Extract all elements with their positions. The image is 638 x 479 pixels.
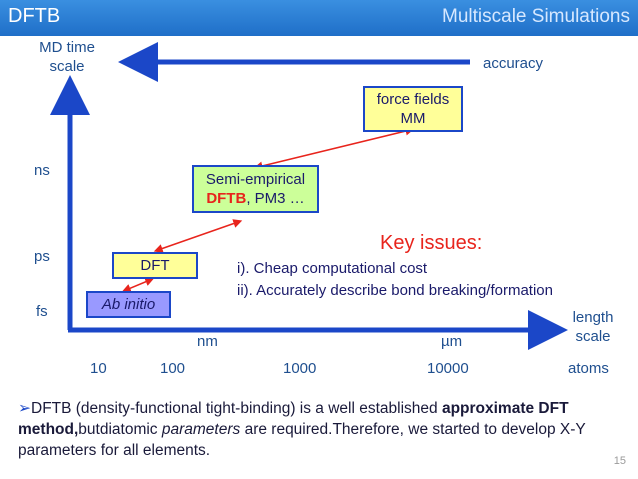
- tick-atoms-10: 10: [90, 360, 107, 377]
- description-paragraph: ➢DFTB (density-functional tight-binding)…: [18, 398, 618, 461]
- tick-atoms-1000: 1000: [283, 360, 317, 377]
- dft-label: DFT: [140, 257, 170, 274]
- x-axis-label: length scale: [572, 309, 614, 345]
- header-bar: DFTB Multiscale Simulations: [0, 0, 638, 36]
- issue-item: ii). Accurately describe bond breaking/f…: [237, 282, 553, 299]
- force-fields-box: force fields MM: [363, 86, 463, 132]
- arrow-dft-semiempirical: [153, 219, 243, 253]
- tick-ns: ns: [34, 162, 50, 179]
- tick-atoms-100: 100: [160, 360, 186, 377]
- tick-um: µm: [441, 333, 463, 350]
- atoms-label: atoms: [568, 360, 609, 377]
- arrow-abinitio-dft: [121, 277, 155, 293]
- key-issues-title: Key issues:: [380, 232, 483, 254]
- tick-fs: fs: [36, 303, 48, 320]
- dft-box: DFT: [112, 252, 198, 279]
- semi-empirical-line2: , PM3 …: [246, 190, 305, 207]
- description-bold: approximate DFT method,: [18, 400, 569, 438]
- force-fields-line1: force fields: [376, 91, 450, 108]
- accuracy-label: accuracy: [483, 55, 544, 72]
- y-axis-label: MD time scale: [39, 39, 95, 75]
- semi-empirical-line1: Semi-empirical: [205, 171, 306, 188]
- description-italic: parameters: [161, 421, 241, 438]
- description-text: butdiatomic: [78, 421, 162, 438]
- description-text: DFTB (density-functional tight-binding) …: [31, 400, 442, 417]
- issue-item: i). Cheap computational cost: [237, 260, 428, 277]
- dftb-highlight: DFTB: [206, 190, 247, 207]
- ab-initio-label: Ab initio: [101, 296, 156, 313]
- header-left-title: DFTB: [8, 5, 61, 27]
- ab-initio-box: Ab initio: [86, 291, 171, 318]
- semi-empirical-box: Semi-empirical DFTB, PM3 …: [192, 165, 319, 213]
- arrow-semiempirical-forcefields: [253, 126, 415, 171]
- tick-ps: ps: [34, 248, 50, 265]
- header-right-title: Multiscale Simulations: [442, 6, 630, 27]
- description-text: are required.Therefore, we started to de…: [18, 421, 586, 459]
- page-number: 15: [613, 455, 626, 467]
- tick-nm: nm: [197, 333, 218, 350]
- tick-atoms-10000: 10000: [427, 360, 469, 377]
- force-fields-line2: MM: [400, 110, 426, 127]
- bullet-arrow-icon: ➢: [18, 400, 31, 417]
